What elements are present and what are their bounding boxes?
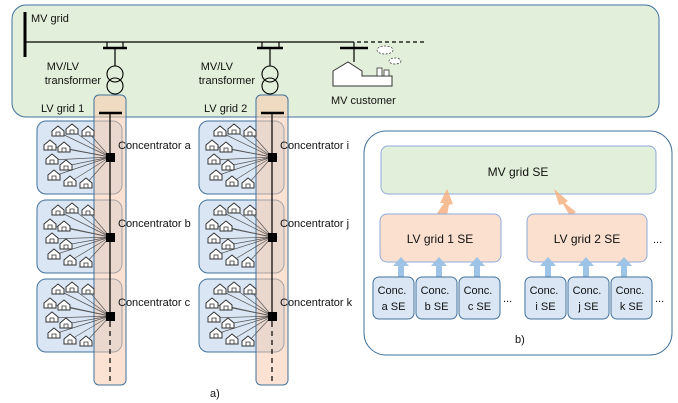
service-wire	[225, 147, 273, 158]
service-wire	[227, 236, 273, 246]
service-wire	[213, 156, 273, 161]
lv-se-ellipsis: ...	[653, 234, 662, 246]
conc-c-se-box	[458, 276, 501, 320]
service-wire	[51, 156, 111, 161]
transformer-2	[257, 42, 283, 95]
concentrator-i-node	[268, 153, 277, 162]
conc-i-se-box	[524, 276, 567, 320]
service-wire	[57, 289, 111, 317]
service-wire	[215, 156, 273, 177]
conc-k-se-label: Conc. k SE	[616, 285, 648, 313]
concentrator-b-label: Concentrator b	[118, 218, 191, 230]
service-wire	[227, 315, 273, 325]
service-wire	[53, 315, 111, 335]
conc-left-ellipsis: ...	[503, 293, 512, 305]
smoke-icon	[376, 45, 394, 55]
service-wire	[213, 315, 273, 319]
lv-grid-1-label: LV grid 1	[41, 103, 84, 115]
service-wire	[65, 156, 111, 167]
transformer-2-label: MV/LV transformer	[199, 61, 256, 87]
arrow-lv1-to-mv	[436, 189, 453, 216]
concentrator-b-node	[106, 233, 115, 242]
conc-b-se-label: Conc. b SE	[421, 285, 453, 313]
service-wire	[71, 287, 111, 317]
mv-grid-area	[11, 4, 660, 118]
concentrator-a-node	[106, 153, 115, 162]
lv-grid-1-se-label: LV grid 1 SE	[407, 232, 473, 246]
panel-a-caption: a)	[210, 388, 220, 400]
service-wire	[65, 315, 111, 325]
service-wire	[53, 236, 111, 256]
service-wire	[69, 156, 111, 183]
service-wire	[219, 131, 273, 158]
transformer-1-label: MV/LV transformer	[45, 61, 102, 87]
service-wire	[215, 236, 273, 256]
mv-customer-label: MV customer	[331, 95, 396, 107]
service-wire	[63, 226, 111, 238]
concentrator-j-node	[268, 233, 277, 242]
service-wire	[51, 315, 111, 319]
service-wire	[231, 315, 273, 341]
lv-grid-2-se-label: LV grid 2 SE	[554, 232, 620, 246]
conc-right-ellipsis: ...	[655, 293, 664, 305]
service-wire	[69, 315, 111, 341]
service-wire	[53, 156, 111, 177]
conc-b-se-box	[415, 276, 458, 320]
conc-k-se-box	[610, 276, 653, 320]
arrows-conc-to-lv	[393, 257, 632, 277]
conc-a-se-box	[372, 276, 415, 320]
transformer-1-icon	[106, 65, 124, 83]
conc-j-se-label: Conc. j SE	[573, 285, 605, 313]
service-wire	[219, 210, 273, 238]
service-wire	[65, 236, 111, 246]
concentrator-c-label: Concentrator c	[118, 297, 191, 309]
conc-i-se-label: Conc. i SE	[530, 285, 562, 313]
mv-grid-se-box	[380, 145, 657, 195]
concentrator-c-node	[106, 312, 115, 321]
lv-grid-2-label: LV grid 2	[204, 103, 247, 115]
service-wire	[57, 210, 111, 238]
conc-j-se-box	[567, 276, 610, 320]
service-wire	[63, 305, 111, 317]
service-wire	[69, 236, 111, 262]
arrow-lv2-to-mv	[554, 189, 576, 216]
service-wire	[215, 315, 273, 335]
concentrator-j-label: Concentrator j	[280, 218, 349, 230]
service-wire	[71, 208, 111, 238]
mv-customer	[332, 42, 402, 87]
service-wire	[227, 156, 273, 167]
service-wire	[63, 147, 111, 158]
transformer-2-icon	[261, 65, 279, 83]
conc-c-se-label: Conc. c SE	[464, 285, 496, 313]
service-wire	[51, 236, 111, 240]
concentrator-i-label: Concentrator i	[280, 140, 349, 152]
service-wire	[231, 236, 273, 262]
concentrator-k-node	[268, 312, 277, 321]
service-wire	[231, 156, 273, 183]
conc-a-se-label: Conc. a SE	[378, 285, 410, 313]
panel-b-caption: b)	[515, 334, 525, 346]
service-wire	[233, 287, 273, 317]
factory-icon	[332, 61, 393, 87]
service-wire	[225, 226, 273, 238]
service-wire	[225, 305, 273, 317]
concentrator-a-label: Concentrator a	[118, 140, 192, 152]
service-wire	[233, 129, 273, 158]
service-wire	[219, 289, 273, 317]
service-wire	[71, 129, 111, 158]
concentrator-k-label: Concentrator k	[280, 297, 353, 309]
service-wire	[57, 131, 111, 158]
service-wire	[213, 236, 273, 240]
service-wire	[233, 208, 273, 238]
transformer-1	[103, 42, 127, 95]
mv-grid-se-label: MV grid SE	[488, 165, 549, 179]
mv-grid-label: MV grid	[31, 13, 69, 25]
